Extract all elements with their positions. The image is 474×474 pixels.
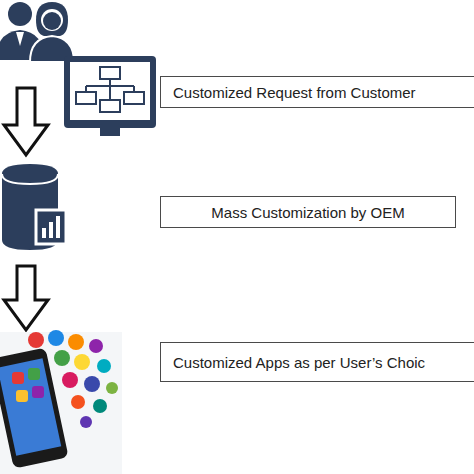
- app-icon: [71, 395, 85, 409]
- app-icon: [48, 330, 64, 346]
- app-icon: [54, 350, 70, 366]
- chart-bar: [42, 228, 46, 238]
- phone-body: [0, 347, 69, 468]
- box-label: Mass Customization by OEM: [211, 204, 404, 221]
- person-collar: [16, 32, 24, 46]
- flow-box: [76, 92, 96, 104]
- app-icon: [28, 368, 40, 380]
- chart-badge: [36, 210, 66, 244]
- app-icon: [93, 399, 107, 413]
- app-icon: [80, 416, 92, 428]
- app-icon: [12, 372, 24, 384]
- person-head: [8, 2, 32, 26]
- chart-bar: [56, 216, 60, 238]
- database-cylinder: [2, 164, 58, 250]
- chart-bar: [49, 222, 53, 238]
- person-hair: [36, 2, 68, 36]
- app-icon: [62, 372, 78, 388]
- app-icon: [68, 334, 84, 350]
- text-box: Mass Customization by OEM: [160, 196, 456, 228]
- down-arrow: [4, 266, 48, 330]
- app-icon: [84, 376, 100, 392]
- app-icon: [16, 390, 28, 402]
- app-icon: [106, 382, 118, 394]
- people-icon: [0, 2, 74, 62]
- text-box: Customized Request from Customer: [160, 76, 474, 108]
- database-rim: [2, 174, 58, 184]
- box-label: Customized Apps as per User’s Choic: [173, 354, 425, 371]
- text-box: Customized Apps as per User’s Choic: [160, 342, 474, 382]
- monitor-icon: [64, 56, 156, 136]
- person-face: [41, 9, 63, 31]
- box-label: Customized Request from Customer: [173, 84, 416, 101]
- person-head: [43, 12, 61, 30]
- app-icon: [28, 332, 44, 348]
- down-arrow: [4, 88, 48, 155]
- database-icon: [2, 164, 66, 250]
- app-icon: [74, 354, 90, 370]
- app-icon: [97, 359, 111, 373]
- flow-box: [100, 100, 120, 112]
- flow-lines: [86, 79, 134, 100]
- phone-screen: [0, 358, 61, 456]
- phone-apps-image: [0, 330, 122, 474]
- flow-box: [124, 92, 144, 104]
- flowchart-symbol: [76, 67, 144, 112]
- monitor-stand: [100, 128, 120, 136]
- app-icon: [32, 386, 44, 398]
- app-icon: [89, 339, 103, 353]
- monitor-screen: [70, 62, 150, 120]
- monitor-frame: [64, 56, 156, 128]
- flow-box: [100, 67, 120, 79]
